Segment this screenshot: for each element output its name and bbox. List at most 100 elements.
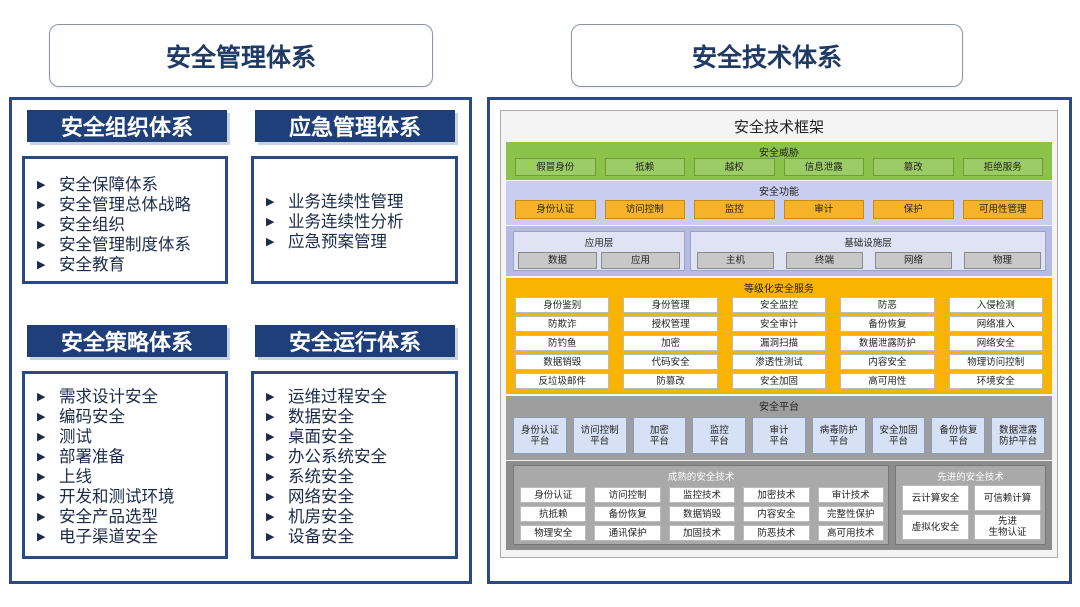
list-item-label: 业务连续性管理 [288,192,404,211]
graded-service-item: 代码安全 [623,354,718,370]
list-item: ▶业务连续性分析 [266,212,455,232]
triangle-bullet-icon: ▶ [266,450,275,463]
section-list-box-4: ▶运维过程安全▶数据安全▶桌面安全▶办公系统安全▶系统安全▶网络安全▶机房安全▶… [251,371,458,559]
functions-band-title: 安全功能 [759,187,799,198]
platform-item: 病毒防护平台 [811,417,866,454]
technical-heading: 安全技术体系 [571,24,963,87]
list-item: ▶设备安全 [266,527,455,547]
mature-tech-title: 成熟的安全技术 [667,472,735,483]
list-item: ▶系统安全 [266,467,455,487]
list-item-label: 桌面安全 [288,427,354,446]
mature-tech-item: 监控技术 [668,487,736,503]
triangle-bullet-icon: ▶ [37,198,46,211]
advanced-tech-panel: 先进的安全技术云计算安全可信赖计算虚拟化安全先进生物认证 [895,465,1046,545]
list-item: ▶编码安全 [37,407,225,427]
infra-layer-item: 主机 [697,252,774,269]
triangle-bullet-icon: ▶ [37,490,46,503]
list-item-label: 安全保障体系 [59,175,158,194]
function-item: 审计 [783,200,864,219]
threat-item: 假冒身份 [515,158,596,176]
list-item-label: 部署准备 [59,447,125,466]
function-item: 身份认证 [515,200,596,219]
list-item: ▶电子渠道安全 [37,527,225,547]
section-title-4: 安全运行体系 [255,325,455,357]
graded-band-title: 等级化安全服务 [744,284,814,295]
list-item: ▶ 网络安全 [266,487,455,507]
mature-tech-item: 防恶技术 [743,525,810,541]
platform-band-title: 安全平台 [759,402,799,413]
graded-service-item: 渗透性测试 [731,354,827,370]
mature-tech-item: 抗抵赖 [520,506,587,522]
threats-band: 安全威胁 [506,142,1052,180]
graded-service-item: 漏洞扫描 [731,335,827,351]
threat-item: 抵赖 [604,158,685,176]
list-item: ▶数据安全 [266,407,455,427]
graded-service-item: 身份管理 [623,297,718,313]
list-item-label: 运维过程安全 [288,387,387,406]
section-list-box-1: ▶安全保障体系▶安全管理总体战略▶安全组织▶安全管理制度体系▶安全教育 [22,156,228,284]
list-item: ▶ 部署准备 [37,447,225,467]
advanced-tech-item: 可信赖计算 [974,485,1041,511]
graded-service-item: 防篡改 [623,373,718,389]
list-item-label: 应急预案管理 [288,232,387,251]
graded-service-item: 安全审计 [731,316,827,332]
list-item: ▶桌面安全 [266,427,455,447]
function-item: 访问控制 [604,200,685,219]
triangle-bullet-icon: ▶ [37,530,46,543]
mature-tech-item: 物理安全 [520,525,587,541]
list-item-label: 安全产品选型 [59,507,158,526]
list-item-label: 网络安全 [288,487,354,506]
list-item-label: 安全教育 [59,255,125,274]
graded-service-item: 数据销毁 [515,354,610,370]
mature-tech-item: 身份认证 [520,487,587,503]
mature-tech-item: 高可用技术 [817,525,884,541]
triangle-bullet-icon: ▶ [37,258,46,271]
platform-item: 访问控制平台 [572,417,627,454]
mature-tech-item: 加固技术 [668,525,736,541]
list-item: ▶开发和测试环境 [37,487,225,507]
triangle-bullet-icon: ▶ [266,235,275,248]
graded-service-item: 内容安全 [840,354,935,370]
graded-service-item: 身份鉴别 [515,297,610,313]
infra-layer-item: 网络 [875,252,952,269]
triangle-bullet-icon: ▶ [37,390,46,403]
infra-layer-item: 物理 [964,252,1041,269]
mature-tech-panel: 成熟的安全技术身份认证访问控制监控技术加密技术审计技术抗抵赖备份恢复数据销毁内容… [513,465,889,545]
graded-service-item: 物理访问控制 [948,354,1043,370]
triangle-bullet-icon: ▶ [37,218,46,231]
function-item: 保护 [873,200,954,219]
triangle-bullet-icon: ▶ [37,510,46,523]
list-item: ▶ 应急预案管理 [266,232,455,252]
mature-tech-item: 加密技术 [743,487,810,503]
triangle-bullet-icon: ▶ [266,470,275,483]
threats-band-title: 安全威胁 [759,148,799,159]
section-list-3: ▶需求设计安全▶编码安全▶测试▶部署准备▶上线▶开发和测试环境▶安全产品选型▶电… [37,387,225,547]
list-item: ▶ 办公系统安全 [266,447,455,467]
section-list-4: ▶运维过程安全▶数据安全▶桌面安全▶办公系统安全▶系统安全▶网络安全▶机房安全▶… [266,387,455,547]
triangle-bullet-icon: ▶ [266,490,275,503]
list-item-label: 机房安全 [288,507,354,526]
section-list-2: ▶业务连续性管理▶业务连续性分析▶应急预案管理 [266,192,455,252]
platform-item: 数据泄露防护平台 [991,417,1045,454]
platform-item: 身份认证平台 [513,417,567,454]
triangle-bullet-icon: ▶ [266,530,275,543]
list-item: ▶安全管理制度体系 [37,235,225,255]
list-item: ▶需求设计安全 [37,387,225,407]
list-item: ▶ 安全教育 [37,255,225,275]
function-item: 监控 [694,200,775,219]
platform-item: 监控平台 [692,417,747,454]
triangle-bullet-icon: ▶ [37,238,46,251]
graded-service-item: 网络安全 [948,335,1043,351]
triangle-bullet-icon: ▶ [266,510,275,523]
platform-item: 备份恢复平台 [931,417,986,454]
triangle-bullet-icon: ▶ [37,450,46,463]
advanced-tech-item: 先进生物认证 [974,514,1041,540]
triangle-bullet-icon: ▶ [266,215,275,228]
triangle-bullet-icon: ▶ [37,430,46,443]
infra-layer-item: 终端 [786,252,863,269]
list-item-label: 办公系统安全 [288,447,387,466]
list-item: ▶安全管理总体战略 [37,195,225,215]
mature-tech-item: 完整性保护 [817,506,884,522]
list-item: ▶安全组织 [37,215,225,235]
graded-service-item: 防钓鱼 [515,335,610,351]
